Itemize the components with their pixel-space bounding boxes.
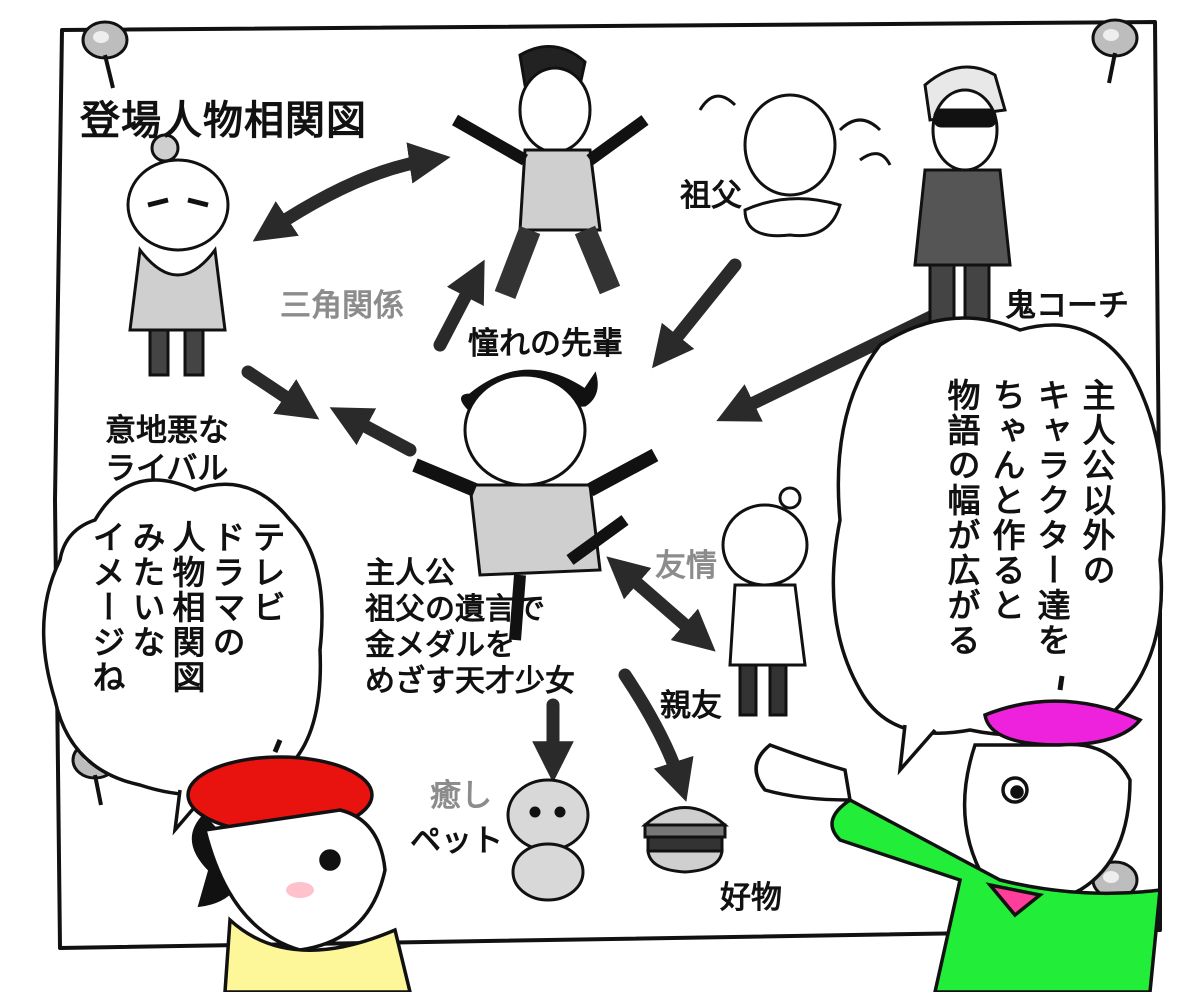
chart-title: 登場人物相関図	[80, 98, 367, 144]
coach-character	[913, 65, 1012, 337]
protagonist-line-2: 祖父の遺言で	[365, 592, 545, 627]
rival-character	[126, 133, 230, 377]
narrator-girl	[186, 739, 412, 992]
protagonist-line-1: 主人公	[365, 556, 455, 591]
narrator-man	[754, 675, 1162, 992]
protagonist-line-4: めざす天才少女	[365, 664, 575, 699]
bubble-right-col-2: キャラクター達を	[1032, 378, 1071, 658]
bubble-left-col-5: イメージね	[87, 520, 126, 695]
senpai-character	[452, 45, 649, 299]
label-grandfather: 祖父	[680, 178, 742, 214]
arrow-to-rival	[329, 407, 417, 457]
bubble-left-col-4: みたいな	[127, 520, 166, 660]
pushpin-icon	[1091, 18, 1139, 84]
hamburger-icon	[641, 806, 729, 874]
arrow-rival-senpai	[252, 142, 451, 242]
label-rival-line1: 意地悪な	[105, 413, 229, 449]
protagonist-character	[412, 369, 659, 641]
bubble-left-col-2: ドラマの	[207, 520, 246, 660]
bubble-right-col-3: ちゃんと作ると	[987, 378, 1026, 623]
label-senpai: 憧れの先輩	[468, 326, 623, 362]
protagonist-line-3: 金メダルを	[365, 628, 515, 663]
arrow-best-friend	[606, 556, 716, 652]
label-friendship: 友情	[655, 548, 717, 584]
label-rival-line2: ライバル	[105, 451, 229, 487]
label-triangle: 三角関係	[280, 288, 404, 324]
label-healing: 癒し	[430, 778, 492, 814]
bubble-right-col-1: 主人公以外の	[1077, 378, 1116, 588]
arrow-to-senpai	[433, 259, 485, 352]
label-coach: 鬼コーチ	[1005, 288, 1129, 324]
label-best-friend: 親友	[660, 688, 722, 724]
bubble-left-col-3: 人物相関図	[167, 520, 206, 695]
best-friend-character	[721, 486, 809, 717]
arrow-rival-in	[241, 365, 320, 420]
bubble-left-col-1: テレビ	[247, 520, 286, 625]
pushpin-icon	[81, 20, 129, 89]
arrow-grandfather	[651, 258, 742, 369]
label-pet: ペット	[410, 823, 503, 859]
pet-character	[506, 778, 590, 902]
protagonist-description: 主人公 祖父の遺言で 金メダルを めざす天才少女	[365, 556, 575, 700]
bubble-right-col-4: 物語の幅が広がる	[942, 378, 981, 658]
arrow-food	[618, 668, 694, 802]
label-favorite-food: 好物	[720, 880, 782, 916]
grandfather-character	[698, 93, 892, 238]
